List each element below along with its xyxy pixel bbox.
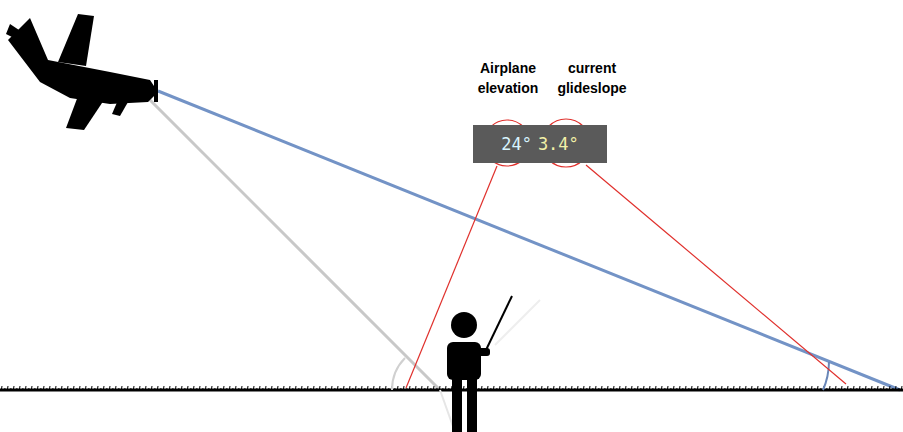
pilot-figure	[447, 312, 490, 432]
osd-display: 24° 3.4°	[473, 125, 607, 163]
callout-label: current glideslope	[547, 58, 637, 98]
ground-line	[0, 389, 903, 392]
glideslope-line	[158, 91, 900, 390]
airplane-silhouette	[6, 14, 158, 130]
faint-line	[495, 300, 540, 345]
osd-value: 3.4°	[538, 134, 579, 154]
glideslope-angle-arc	[823, 362, 829, 390]
elevation-line	[150, 100, 440, 390]
elevation-angle-arc	[392, 358, 405, 390]
callout-label: Airplane elevation	[463, 58, 553, 98]
grass-texture	[0, 384, 903, 390]
transmitter-antenna	[486, 296, 512, 350]
osd-value: 24°	[501, 134, 532, 154]
callout-marks	[406, 119, 846, 388]
